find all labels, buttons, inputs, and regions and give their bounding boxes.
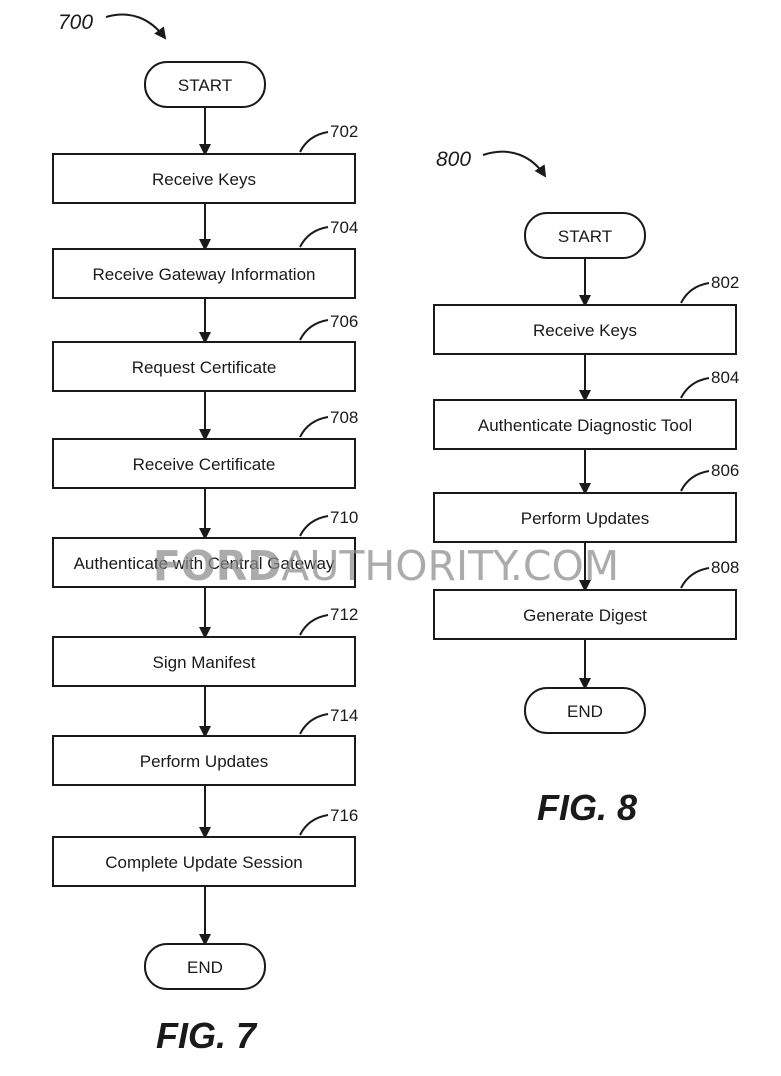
fig8-caption: FIG. 8: [537, 787, 637, 828]
fig7-step-label: Perform Updates: [140, 752, 269, 771]
fig8-step-808: Generate Digest 808: [433, 558, 739, 640]
fig7-ref-leader: [299, 814, 329, 836]
fig7-ref-leader: [299, 713, 329, 735]
fig8-step-ref: 806: [711, 461, 739, 480]
fig7-step-716: Complete Update Session 716: [52, 806, 358, 887]
fig8-ref-leader: [680, 377, 710, 399]
fig7-end-terminal: [144, 943, 266, 990]
fig7-ref-leader: [299, 614, 329, 636]
fig7-ref-leader: [299, 226, 329, 248]
fig7-step-ref: 716: [330, 806, 358, 825]
watermark-bold: FORD: [153, 542, 281, 590]
fig7-step-box: [52, 341, 356, 392]
fig8-step-box: [433, 399, 737, 450]
fig8-step-ref: 808: [711, 558, 739, 577]
fig7-ref-pointer: [105, 13, 167, 40]
fig7-step-label: Receive Gateway Information: [93, 265, 316, 284]
fig8-ref-leader: [680, 470, 710, 492]
fig8-step-ref: 802: [711, 273, 739, 292]
fig7-step-label: Sign Manifest: [153, 653, 256, 672]
fig7-step-714: Perform Updates 714: [52, 706, 358, 786]
fig8-step-label: Generate Digest: [523, 606, 647, 625]
fig8-flowchart: 800 START Receive Keys 802 Authenticate …: [433, 148, 739, 828]
fig8-ref-number: 800: [436, 148, 471, 171]
fig8-step-806: Perform Updates 806: [433, 461, 739, 543]
fig7-step-710: Authenticate with Central Gateway 710: [52, 508, 358, 588]
fig8-step-box: [433, 492, 737, 543]
fig8-step-label: Receive Keys: [533, 321, 637, 340]
fig7-ref-leader: [299, 319, 329, 341]
fig8-step-804: Authenticate Diagnostic Tool 804: [433, 368, 739, 450]
fig7-step-box: [52, 153, 356, 204]
fig7-step-box: [52, 636, 356, 687]
fig7-ref-number: 700: [58, 11, 93, 34]
fig7-step-702: Receive Keys 702: [52, 122, 358, 204]
fig8-step-box: [433, 304, 737, 355]
fig7-step-box: [52, 735, 356, 786]
fig8-ref-leader: [680, 567, 710, 589]
fig7-step-label: Request Certificate: [132, 358, 277, 377]
fig8-step-802: Receive Keys 802: [433, 273, 739, 355]
fig7-step-706: Request Certificate 706: [52, 312, 358, 392]
fig8-step-label: Perform Updates: [521, 509, 650, 528]
fig7-step-ref: 712: [330, 605, 358, 624]
fig7-step-box: [52, 248, 356, 299]
fig7-ref-leader: [299, 416, 329, 438]
fig8-step-label: Authenticate Diagnostic Tool: [478, 416, 692, 435]
fig7-step-ref: 706: [330, 312, 358, 331]
fig8-end-label: END: [567, 702, 603, 721]
fig7-step-ref: 714: [330, 706, 358, 725]
fig8-end-terminal: [524, 687, 646, 734]
fig7-step-box: [52, 537, 356, 588]
fig8-step-ref: 804: [711, 368, 739, 387]
fig8-start-label: START: [558, 227, 612, 246]
fig7-flowchart: 700 START Receive Keys 702 Receive Gatew…: [52, 11, 358, 1056]
fig7-step-label: Receive Certificate: [133, 455, 276, 474]
fig7-step-ref: 702: [330, 122, 358, 141]
fig7-step-ref: 708: [330, 408, 358, 427]
fig7-step-label: Receive Keys: [152, 170, 256, 189]
fig7-caption: FIG. 7: [156, 1015, 258, 1056]
fig7-ref-leader: [299, 515, 329, 537]
fig8-ref-pointer: [482, 150, 547, 178]
fig7-step-704: Receive Gateway Information 704: [52, 218, 358, 299]
watermark-rest: AUTHORITY.COM: [281, 542, 619, 590]
fig7-step-box: [52, 438, 356, 489]
fig8-step-box: [433, 589, 737, 640]
fig7-step-ref: 704: [330, 218, 358, 237]
fordauthority-watermark: FORDAUTHORITY.COM: [153, 542, 619, 590]
fig7-step-712: Sign Manifest 712: [52, 605, 358, 687]
fig7-start-label: START: [178, 76, 232, 95]
fig7-step-label: Complete Update Session: [105, 853, 303, 872]
fig7-step-708: Receive Certificate 708: [52, 408, 358, 489]
fig7-end-label: END: [187, 958, 223, 977]
fig7-step-ref: 710: [330, 508, 358, 527]
watermark-text: FORDAUTHORITY.COM: [153, 542, 619, 590]
fig8-ref-leader: [680, 282, 710, 304]
fig7-ref-leader: [299, 131, 329, 153]
fig7-step-label: Authenticate with Central Gateway: [74, 554, 335, 573]
fig7-step-box: [52, 836, 356, 887]
